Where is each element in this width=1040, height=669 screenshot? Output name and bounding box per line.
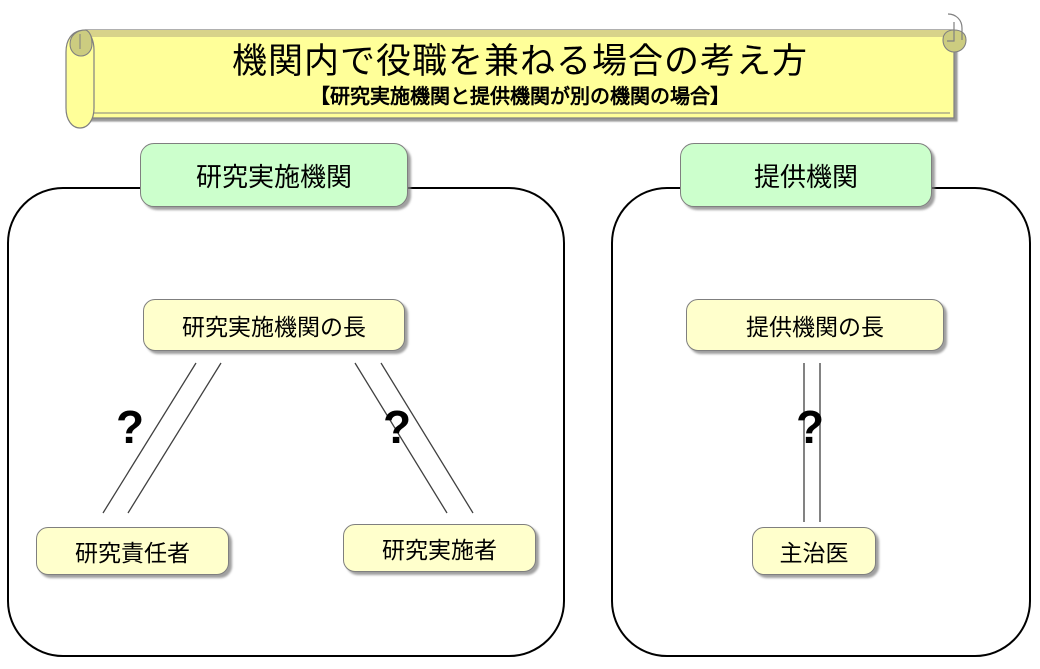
node-principal-investigator-label: 研究責任者 (75, 541, 190, 567)
group-header-research-institution[interactable]: 研究実施機関 (140, 143, 408, 207)
node-research-practitioner-label: 研究実施者 (382, 538, 497, 564)
group-header-research-institution-label: 研究実施機関 (195, 162, 352, 193)
node-attending-physician-label: 主治医 (779, 541, 849, 567)
node-providing-institution-head[interactable]: 提供機関の長 (686, 299, 944, 351)
node-research-institution-head[interactable]: 研究実施機関の長 (143, 299, 405, 351)
node-providing-institution-head-label: 提供機関の長 (746, 315, 884, 341)
group-header-providing-institution[interactable]: 提供機関 (680, 143, 932, 207)
node-research-practitioner[interactable]: 研究実施者 (343, 524, 536, 572)
node-attending-physician[interactable]: 主治医 (752, 527, 876, 575)
node-principal-investigator[interactable]: 研究責任者 (36, 527, 229, 575)
node-research-institution-head-label: 研究実施機関の長 (182, 315, 366, 341)
group-header-providing-institution-label: 提供機関 (753, 162, 858, 193)
